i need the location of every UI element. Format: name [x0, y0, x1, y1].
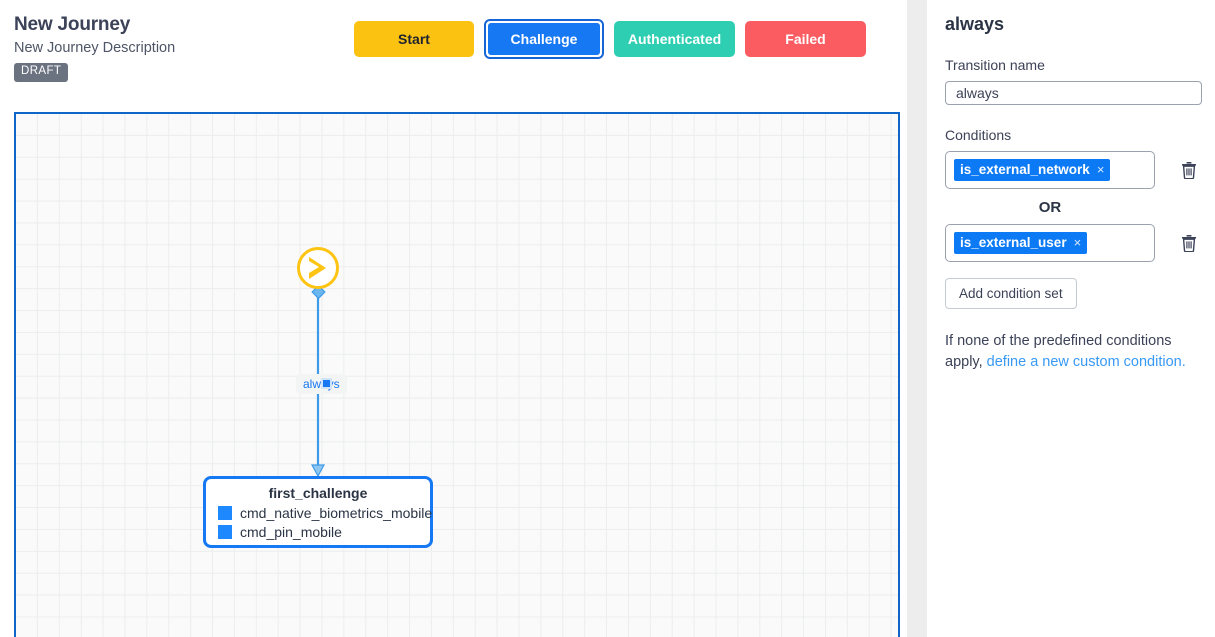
journey-header: New Journey New Journey Description DRAF…: [0, 0, 907, 100]
condition-set-row: is_external_network ×: [945, 151, 1197, 189]
page-title: New Journey: [14, 14, 131, 35]
add-condition-set-button[interactable]: Add condition set: [945, 278, 1077, 309]
state-button-challenge[interactable]: Challenge: [488, 23, 600, 55]
start-node-circle: [297, 247, 339, 289]
or-separator-label: OR: [1038, 199, 1062, 216]
node-title: first_challenge: [268, 485, 368, 501]
transition-name-input[interactable]: [945, 81, 1202, 105]
condition-chip-label: is_external_user: [960, 235, 1067, 250]
flow-canvas[interactable]: always first_challenge cmd_native_biomet…: [14, 112, 900, 637]
panel-divider: [907, 0, 927, 637]
node-item-label: cmd_pin_mobile: [240, 524, 342, 540]
canvas-grid-background: [16, 114, 898, 637]
transition-details-panel: always Transition name Conditions is_ext…: [927, 0, 1215, 637]
journey-description: New Journey Description: [14, 40, 176, 56]
close-icon[interactable]: ×: [1096, 162, 1105, 177]
main-area: New Journey New Journey Description DRAF…: [0, 0, 907, 637]
helper-text: If none of the predefined conditions app…: [945, 331, 1190, 373]
condition-set-input[interactable]: is_external_user ×: [945, 224, 1155, 262]
close-icon[interactable]: ×: [1073, 235, 1082, 250]
node-item[interactable]: cmd_native_biometrics_mobile: [206, 505, 433, 521]
state-button-challenge-focus-ring[interactable]: Challenge: [484, 19, 604, 59]
state-button-authenticated[interactable]: Authenticated: [614, 21, 735, 57]
node-item[interactable]: cmd_pin_mobile: [206, 524, 430, 540]
edge-label-handle-icon[interactable]: [321, 378, 332, 389]
edge-layer: [310, 284, 326, 478]
state-button-failed[interactable]: Failed: [745, 21, 866, 57]
condition-chip[interactable]: is_external_network ×: [954, 159, 1111, 181]
edge-target-arrow: [310, 464, 326, 478]
condition-set-input[interactable]: is_external_network ×: [945, 151, 1155, 189]
panel-title: always: [945, 14, 1005, 34]
condition-set-row: is_external_user ×: [945, 224, 1197, 262]
state-button-group: Start Challenge Authenticated Failed: [354, 19, 866, 61]
node-item-label: cmd_native_biometrics_mobile: [240, 505, 433, 521]
conditions-label: Conditions: [945, 127, 1012, 143]
custom-condition-link[interactable]: define a new custom condition.: [986, 354, 1186, 371]
status-badge: DRAFT: [14, 63, 69, 82]
helper-text-prefix: If none of the predefined conditions app…: [945, 333, 1172, 371]
trash-icon[interactable]: [1181, 234, 1197, 252]
state-button-start[interactable]: Start: [354, 21, 474, 57]
trash-icon[interactable]: [1181, 161, 1197, 179]
play-icon-inner: [309, 261, 319, 273]
transition-name-label: Transition name: [945, 57, 1045, 73]
node-item-color-swatch: [218, 525, 232, 539]
condition-chip[interactable]: is_external_user ×: [954, 232, 1088, 254]
condition-chip-label: is_external_network: [960, 162, 1090, 177]
flow-node-first-challenge[interactable]: first_challenge cmd_native_biometrics_mo…: [203, 476, 433, 548]
node-item-color-swatch: [218, 506, 232, 520]
start-node[interactable]: [297, 247, 339, 289]
edge-label-always[interactable]: always: [296, 374, 347, 394]
